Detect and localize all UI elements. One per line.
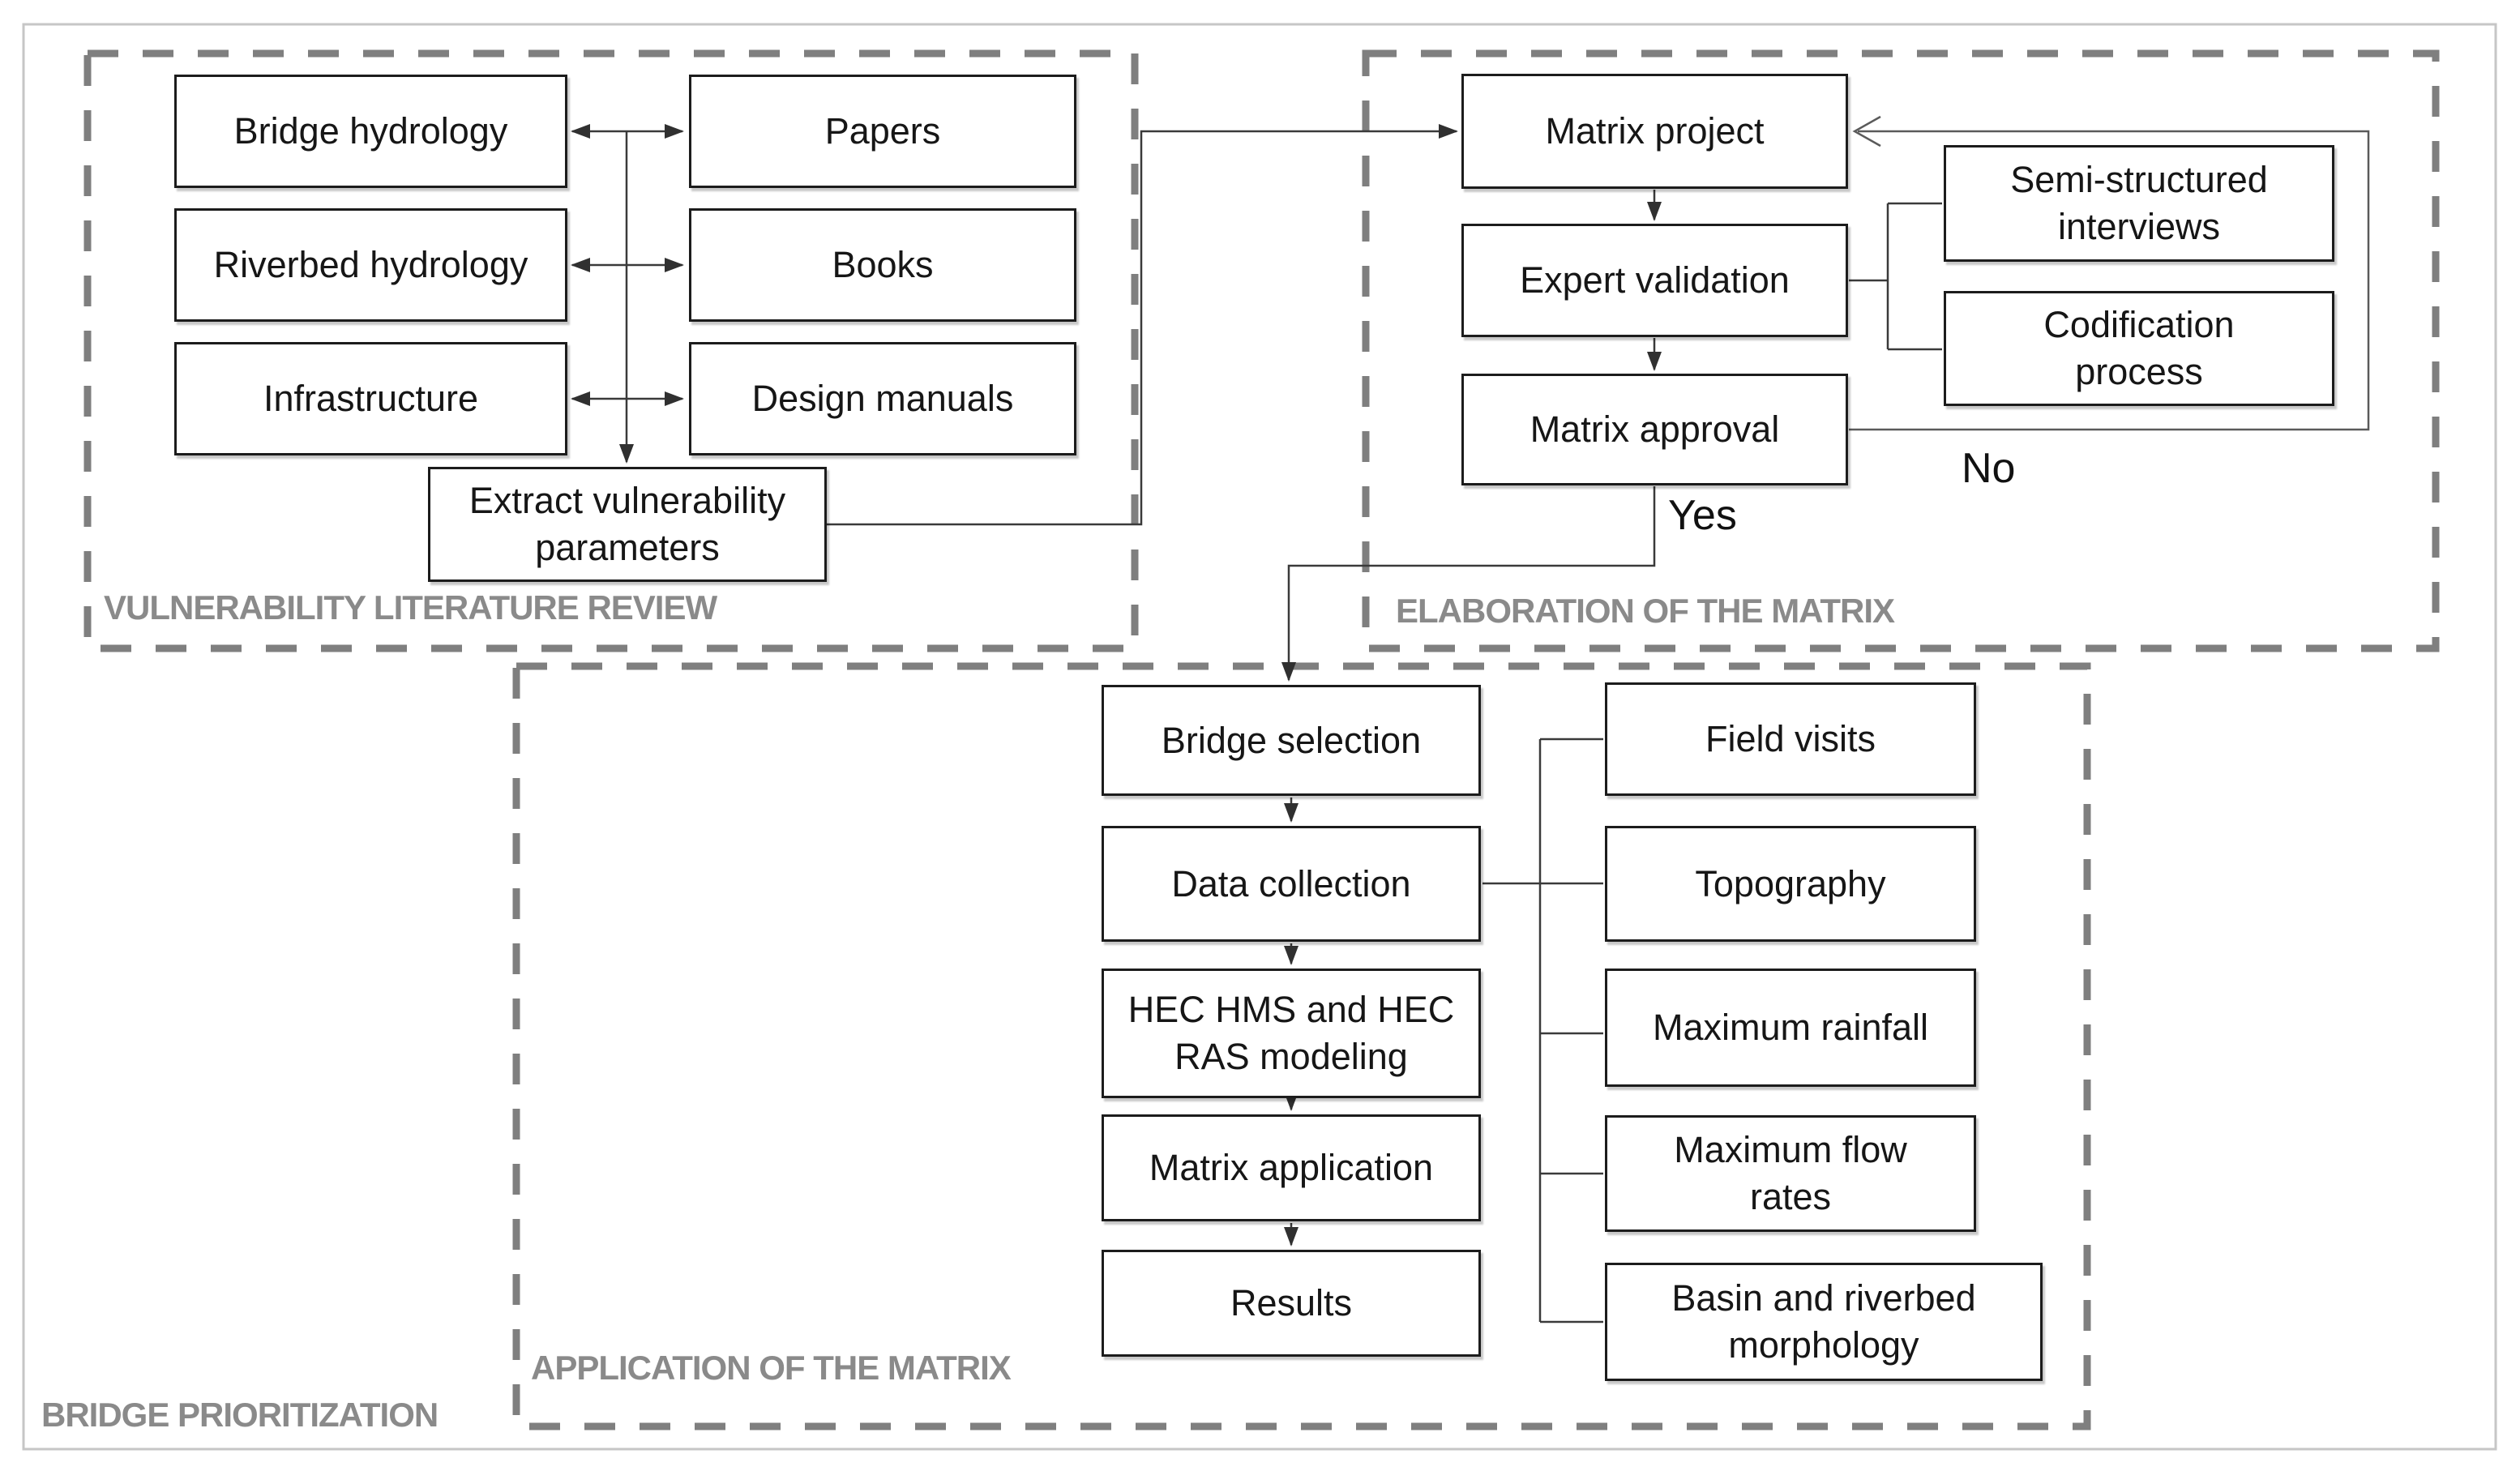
node-bridge-selection: Bridge selection [1102,685,1481,796]
bracket-expert-validation [1849,202,1942,351]
label-yes: Yes [1668,492,1737,539]
node-expert-validation: Expert validation [1461,224,1848,337]
node-bridge-hydrology: Bridge hydrology [174,75,567,188]
node-basin-morphology: Basin and riverbed morphology [1605,1263,2043,1381]
node-field-visits: Field visits [1605,682,1976,796]
outer-frame [22,23,2497,1451]
node-infrastructure: Infrastructure [174,342,567,455]
group-label-prioritization: BRIDGE PRIORITIZATION [41,1396,439,1434]
group-label-vulnerability: VULNERABILITY LITERATURE REVIEW [104,588,717,626]
group-application-border [512,662,2091,1430]
node-results: Results [1102,1250,1481,1357]
node-maximum-rainfall: Maximum rainfall [1605,969,1976,1087]
node-books: Books [689,208,1076,322]
node-papers: Papers [689,75,1076,188]
node-hec-modeling: HEC HMS and HEC RAS modeling [1102,969,1481,1098]
node-topography: Topography [1605,826,1976,942]
node-data-collection: Data collection [1102,826,1481,942]
data-collection-spine [1482,738,1603,1323]
node-extract-parameters: Extract vulnerability parameters [428,467,827,582]
node-codification-process: Codification process [1944,291,2334,406]
group-label-elaboration: ELABORATION OF THE MATRIX [1396,592,1895,630]
yes-path-line [1281,486,1656,682]
node-maximum-flow-rates: Maximum flow rates [1605,1115,1976,1232]
arrow-extract-to-matrix-project [827,124,1458,526]
node-matrix-approval: Matrix approval [1461,374,1848,485]
group-vulnerability-border [83,49,1139,652]
label-no: No [1962,445,2016,492]
group-elaboration-border [1362,49,2440,652]
node-riverbed-hydrology: Riverbed hydrology [174,208,567,322]
no-feedback-chevron [1852,115,1881,148]
node-semi-structured-interviews: Semi-structured interviews [1944,145,2334,262]
no-feedback-line [1849,130,2370,431]
node-matrix-application: Matrix application [1102,1114,1481,1221]
node-design-manuals: Design manuals [689,342,1076,455]
node-matrix-project: Matrix project [1461,74,1848,189]
group-label-application: APPLICATION OF THE MATRIX [531,1349,1012,1387]
